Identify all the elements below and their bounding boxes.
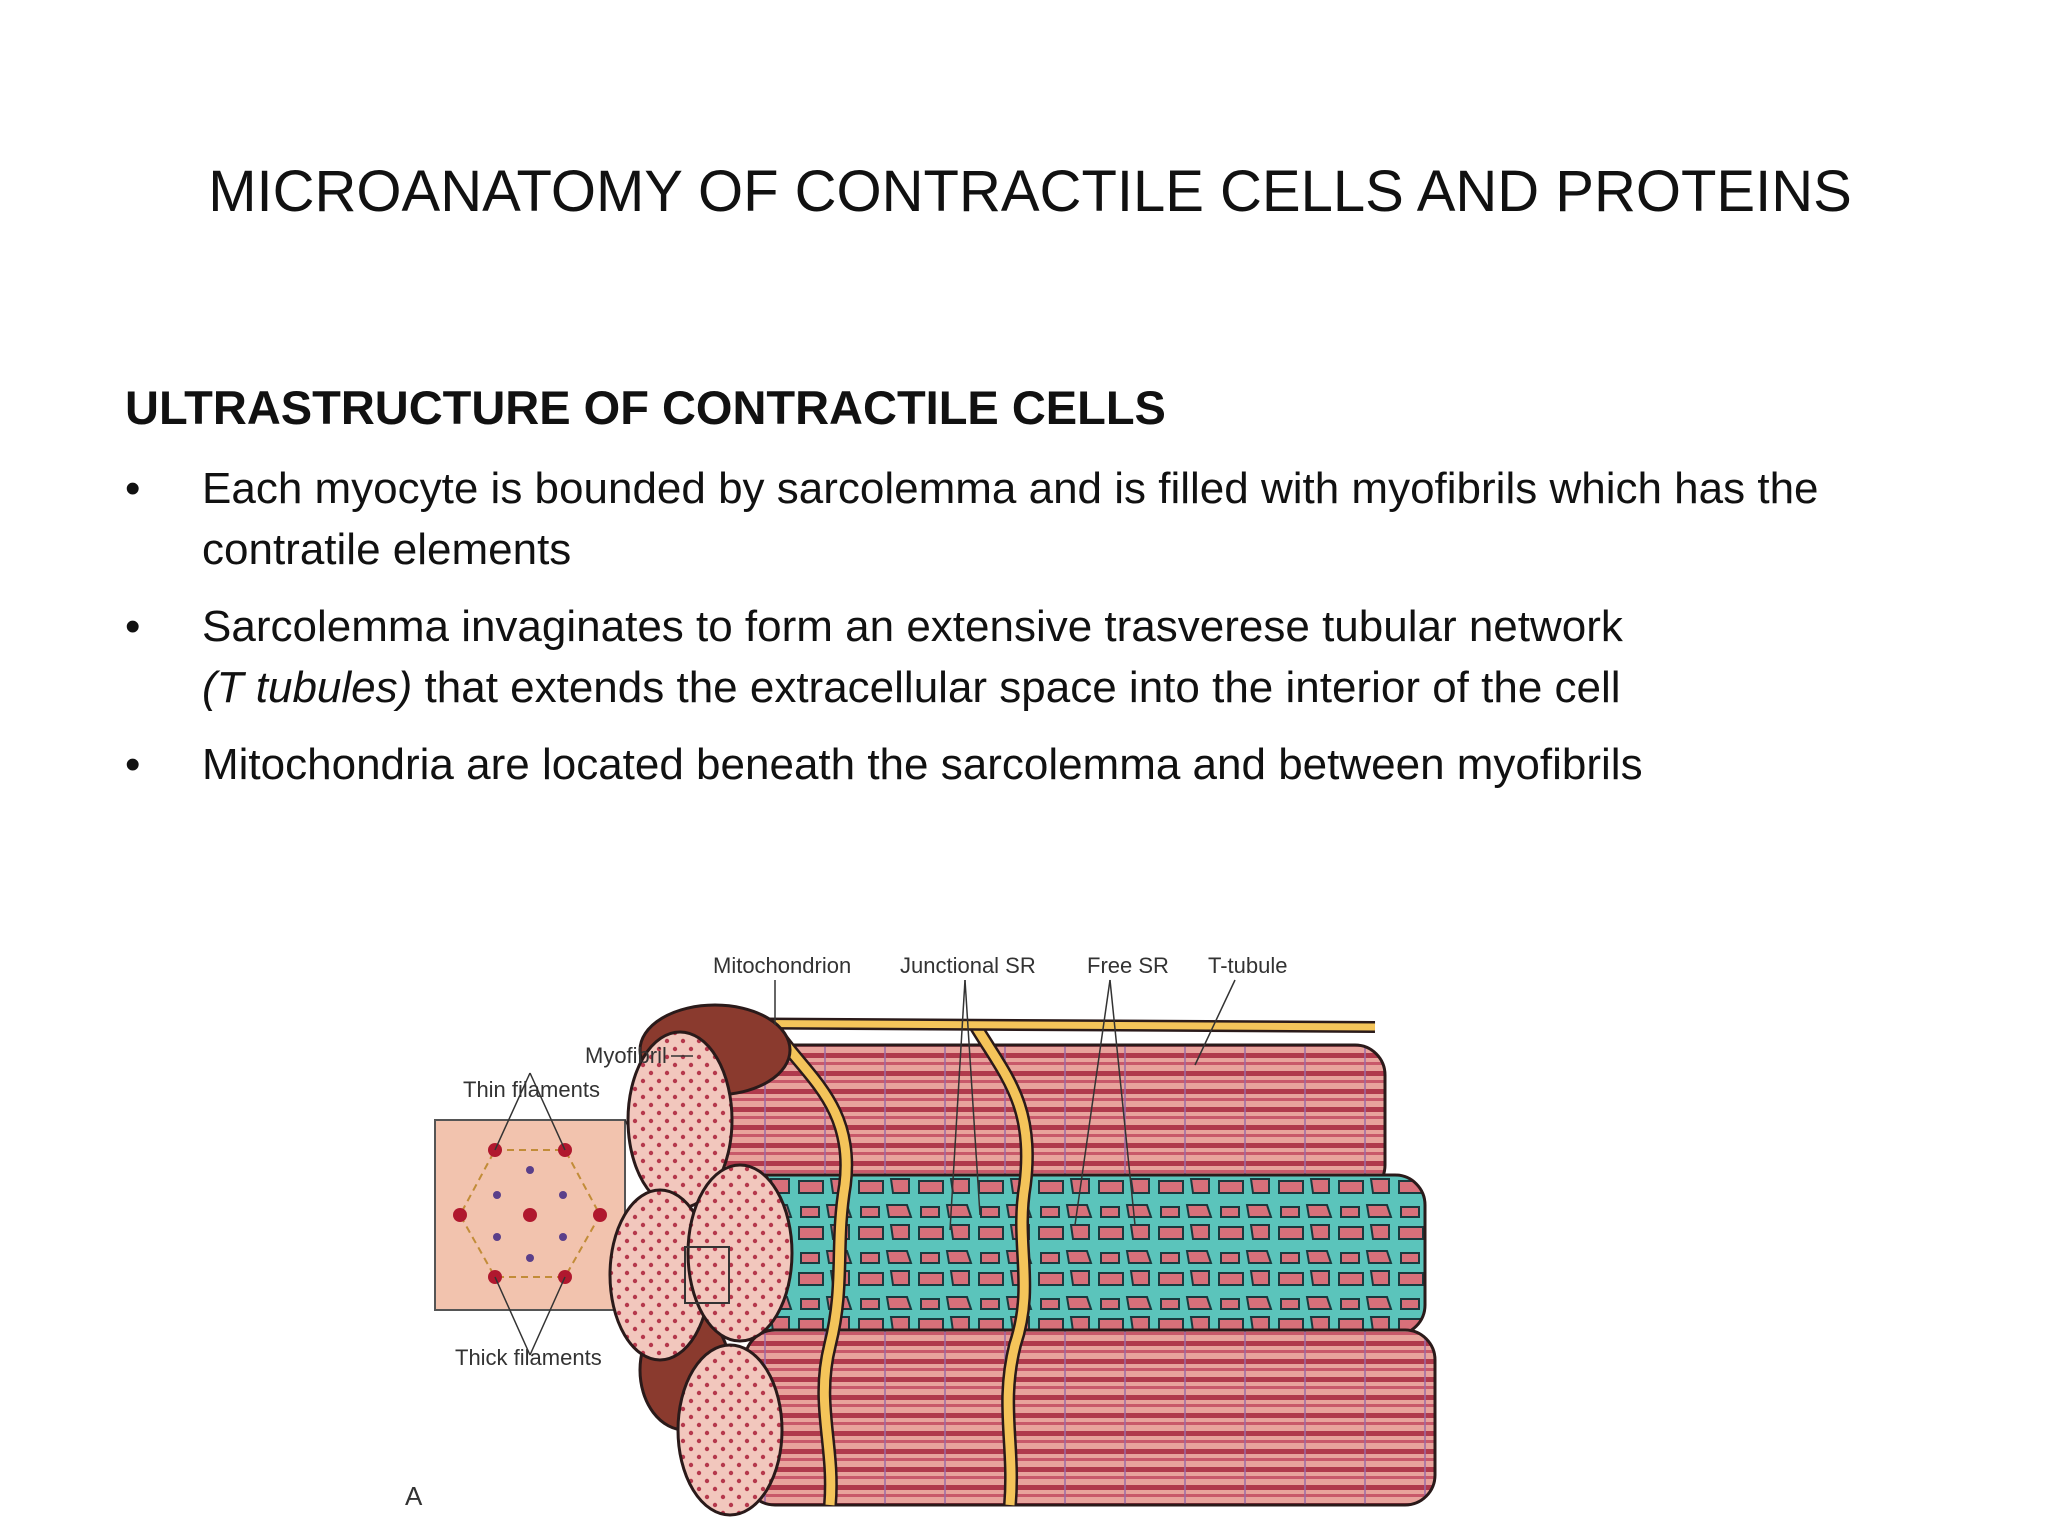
bullet-text: Sarcolemma invaginates to form an extens… <box>202 602 1623 651</box>
label-t-tubule: T-tubule <box>1208 953 1288 978</box>
label-thick-filaments: Thick filaments <box>455 1345 602 1370</box>
slide-title: MICROANATOMY OF CONTRACTILE CELLS AND PR… <box>208 159 1852 224</box>
section-heading: ULTRASTRUCTURE OF CONTRACTILE CELLS <box>125 381 1166 434</box>
bullet-list: • Each myocyte is bounded by sarcolemma … <box>125 458 2005 811</box>
muscle-ultrastructure-figure: Mitochondrion Junctional SR Free SR T-tu… <box>375 925 1735 1530</box>
label-myofibril: Myofibril <box>585 1043 667 1068</box>
bullet-italic-term: (T tubules) <box>202 663 413 712</box>
bullet-text: Mitochondria are located beneath the sar… <box>202 740 1643 789</box>
muscle-diagram: Mitochondrion Junctional SR Free SR T-tu… <box>405 953 1437 1517</box>
filament-inset <box>434 1072 686 1356</box>
bullet-item: • Sarcolemma invaginates to form an exte… <box>125 596 2005 718</box>
bullet-item: • Each myocyte is bounded by sarcolemma … <box>125 458 2005 580</box>
label-panel-letter: A <box>405 1481 423 1511</box>
label-junctional-sr: Junctional SR <box>900 953 1036 978</box>
bullet-text-continued: that extends the extracellular space int… <box>412 663 1621 712</box>
label-mitochondrion: Mitochondrion <box>713 953 851 978</box>
bullet-text: Each myocyte is bounded by sarcolemma an… <box>202 464 1819 574</box>
bullet-glyph: • <box>125 464 141 513</box>
label-free-sr: Free SR <box>1087 953 1169 978</box>
leader-lines <box>671 979 1236 1231</box>
bullet-item: • Mitochondria are located beneath the s… <box>125 734 2005 795</box>
myofibril-bundle <box>608 1003 1437 1517</box>
bullet-glyph: • <box>125 602 141 651</box>
label-thin-filaments: Thin filaments <box>463 1077 600 1102</box>
bullet-glyph: • <box>125 740 141 789</box>
